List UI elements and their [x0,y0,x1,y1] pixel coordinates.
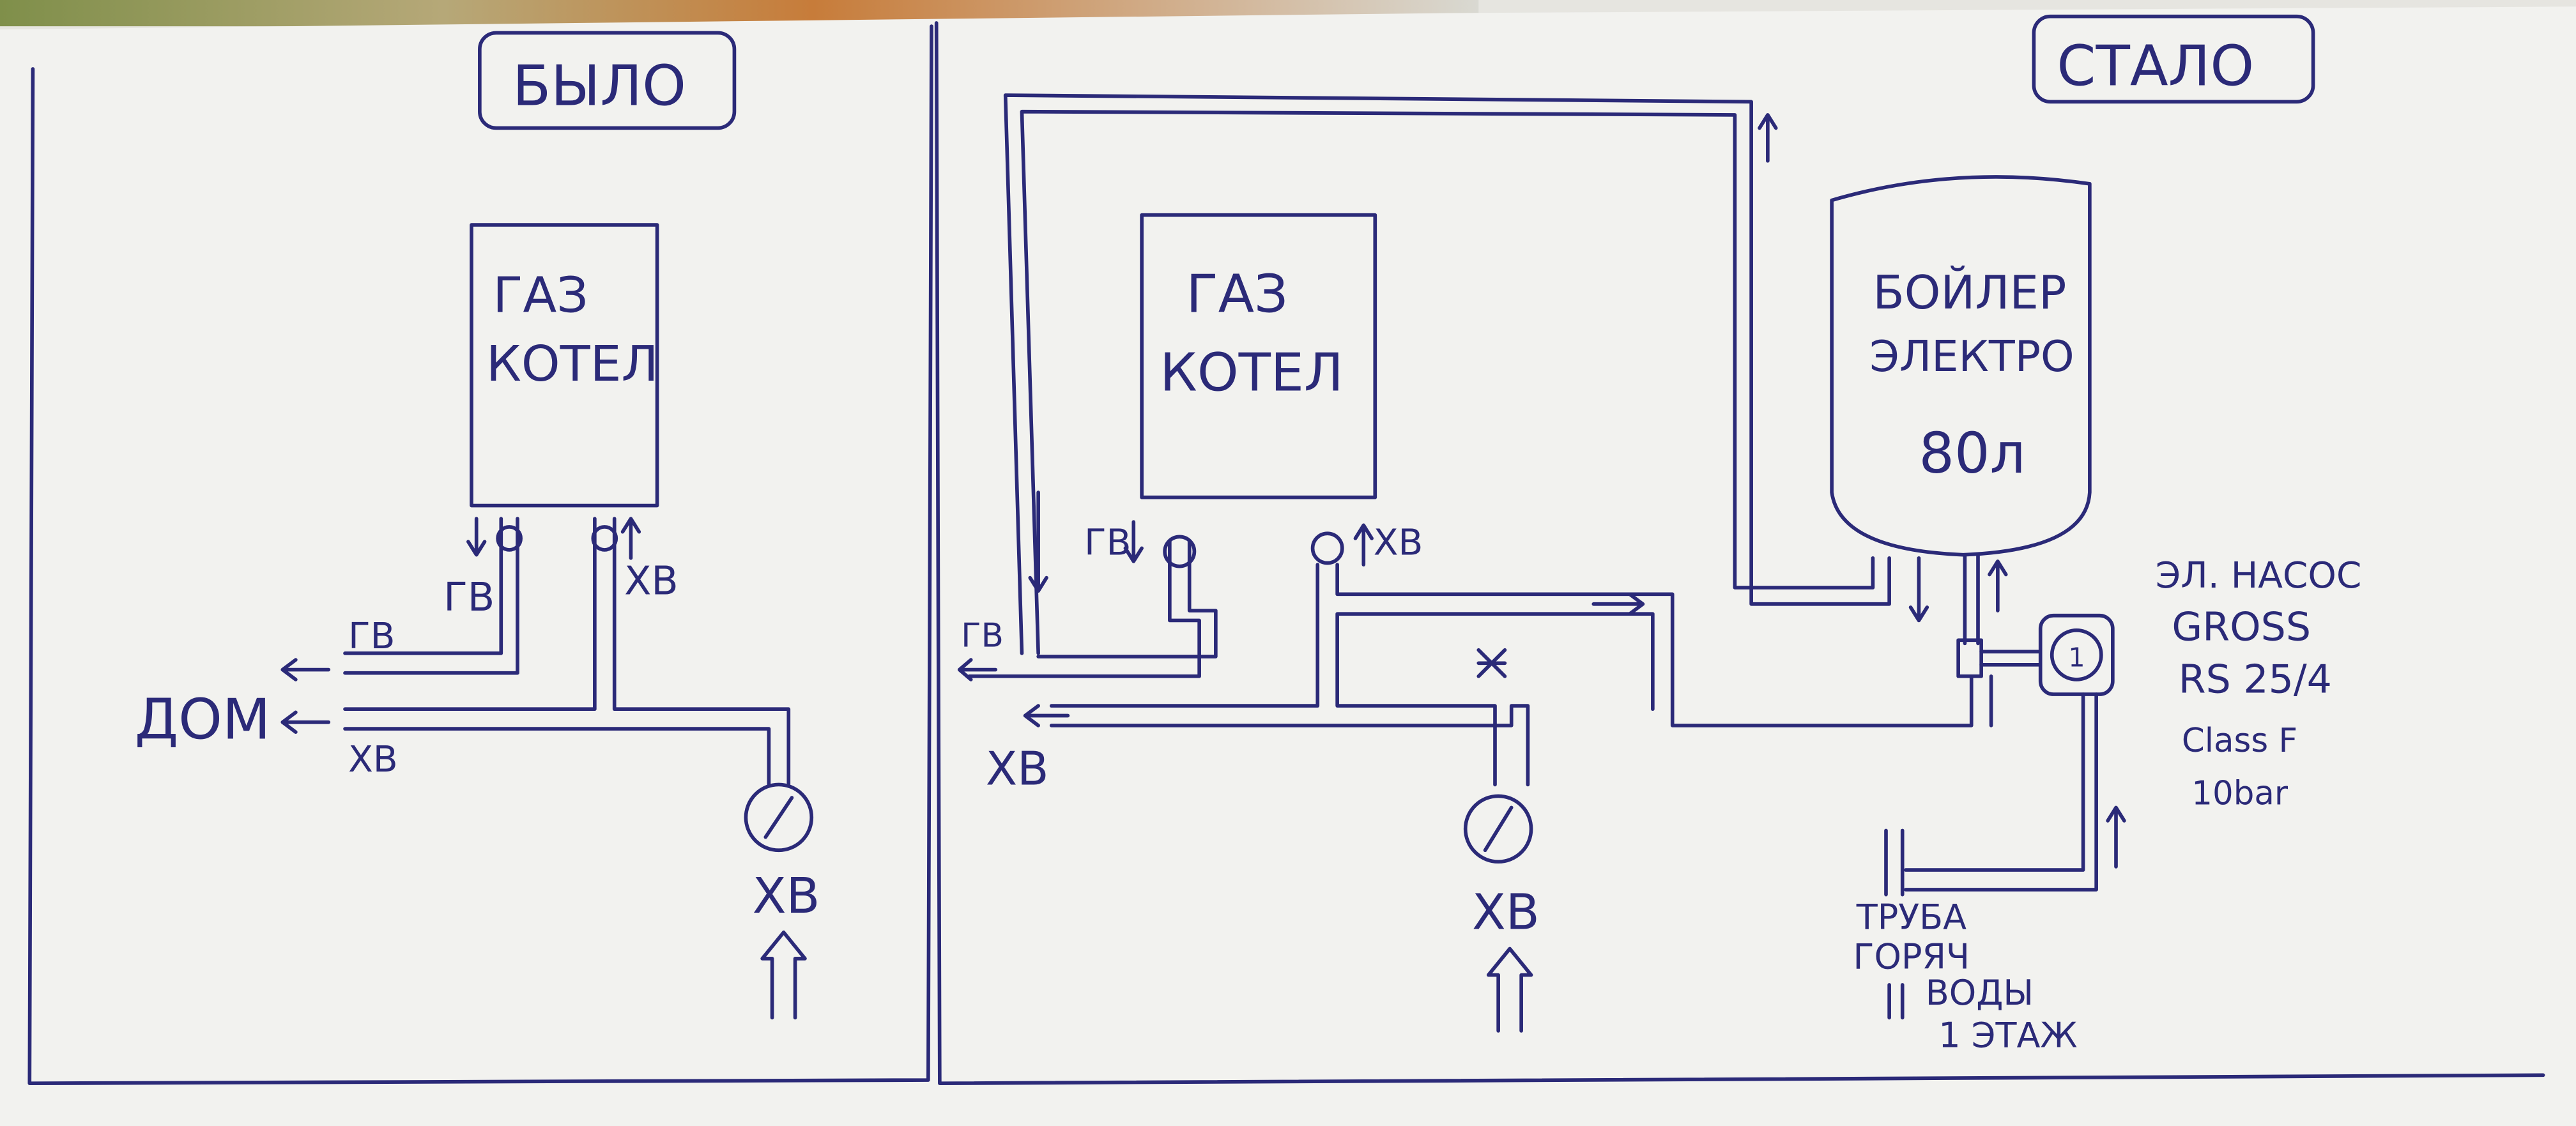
pipe-note-line4: 1 ЭТАЖ [1938,1016,2077,1056]
valve-hot-after [1163,535,1197,568]
label-house-hot: ГВ [348,616,395,657]
gas-boiler-after [1140,213,1377,499]
tank-hot-riser [1963,552,1980,646]
panel-before-border [27,24,933,1086]
title-after-frame [2032,14,2315,104]
title-after: СТАЛО [2057,34,2254,99]
arrow-flow-right [1591,592,1645,616]
recirc-pipe-top [1003,93,1891,655]
pump-return-pipe [1904,692,2098,892]
boiler-after-line2: КОТЕЛ [1160,343,1343,404]
label-cold-before: ХВ [624,558,678,604]
cold-pipe-after [1049,563,1974,787]
inlet-arrow-before [760,930,807,1020]
tank-line1: БОЙЛЕР [1873,266,2066,319]
arrow-to-house-before [280,658,331,734]
title-before: БЫЛО [512,54,686,119]
arrow-down-tank [1908,556,1929,623]
water-meter-before-needle [763,796,794,839]
pump-line4: Class F [2182,722,2297,760]
tank-line2: ЭЛЕКТРО [1869,331,2074,381]
electric-tank [1830,175,2092,557]
label-out-hot: ГВ [961,617,1004,655]
cold-pipe-before [343,517,791,787]
tee-fitting [1956,638,1983,678]
panel-before: БЫЛО ГАЗ КОТЕЛ ГВ ХВ ГВ ХВ ДОМ ХВ [27,24,933,1086]
label-house-cold: ХВ [348,739,398,780]
pump-dial [2050,628,2103,681]
arrow-out-hot [957,658,998,681]
label-hot-before: ГВ [443,574,494,620]
panel-after: СТАЛО ГАЗ КОТЕЛ ГВ ГВ ХВ ХВ ХВ БОЙЛЕР ЭЛ… [934,14,2545,1086]
gas-boiler-before [470,223,659,508]
valve-cold-before [591,525,618,552]
label-house: ДОМ [135,687,271,752]
pump-line3: RS 25/4 [2179,657,2332,703]
label-hot-after: ГВ [1084,522,1131,564]
boiler-before-line2: КОТЕЛ [486,335,658,393]
arrow-up-return [2106,805,2126,869]
arrow-down-hot-after [1123,520,1144,563]
pump-dial-label: 1 [2068,642,2085,673]
hot-pipe-after [967,540,1218,678]
arrow-up-recirc [1758,113,1778,163]
pump-body [2038,613,2115,696]
valve-cold-after [1310,531,1344,565]
hot-pipe-before [343,517,519,675]
inlet-arrow-after [1486,947,1533,1033]
pipe-note-line1: ТРУБА [1856,897,1966,938]
paper-sheet [0,6,2576,1126]
pipe-note-line3: ВОДЫ [1926,973,2034,1013]
pump-line1: ЭЛ. НАСОС [2156,555,2362,597]
arrow-up-cold-before [620,517,641,560]
water-meter-after-needle [1483,805,1514,853]
check-valve-after [1476,648,1507,678]
hot-pipe-floor1 [1884,828,1905,897]
label-cold-after: ХВ [1374,522,1423,564]
label-meter-before: ХВ [753,867,820,925]
pipe-note-line2: ГОРЯЧ [1853,936,1970,977]
water-meter-before [744,782,814,853]
arrow-down-hot-before [466,517,487,557]
pump-line5: 10bar [2191,774,2288,812]
boiler-before-line1: ГАЗ [493,266,588,324]
arrow-out-cold [1023,704,1070,727]
water-meter-after [1463,794,1533,864]
pump-line2: GROSS [2172,604,2311,650]
panel-after-border [934,21,2545,1086]
pump-connection [1979,650,2043,727]
tank-line3: 80л [1919,421,2025,486]
arrow-down-recirc [1028,491,1048,593]
title-before-frame [478,31,737,130]
arrow-up-tank [1988,559,2008,612]
pipe-note-mark [1887,983,1905,1020]
label-out-cold: ХВ [986,742,1049,795]
valve-hot-before [496,525,523,552]
arrow-up-cold-after [1353,523,1374,567]
boiler-after-line1: ГАЗ [1186,264,1288,324]
label-meter-after: ХВ [1472,884,1540,941]
